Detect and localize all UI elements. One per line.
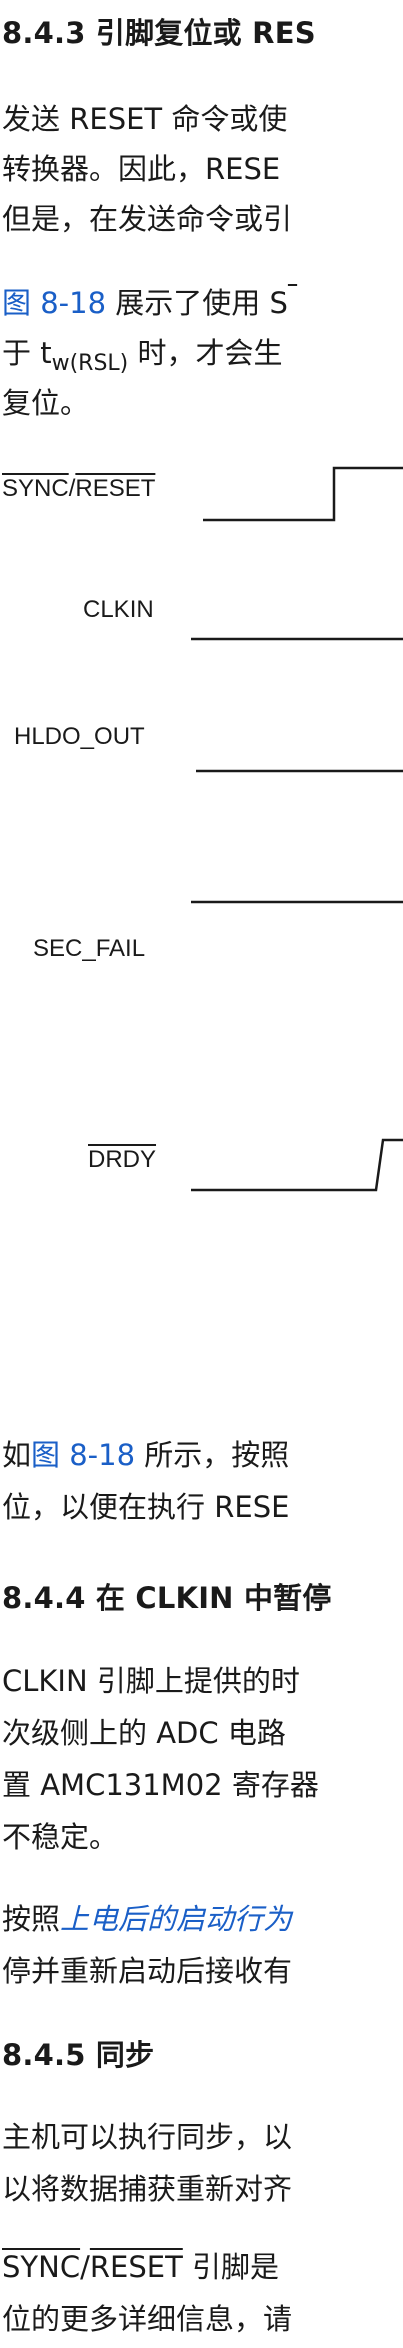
subscript-wrsl: w(RSL) xyxy=(51,350,129,376)
signal-label-sync-reset: SYNC/RESET xyxy=(2,475,156,502)
paragraph-line: 置 AMC131M02 寄存器 xyxy=(2,1768,319,1802)
drdy-waveform xyxy=(191,1138,403,1192)
paragraph-line: 次级侧上的 ADC 电路 xyxy=(2,1716,286,1750)
signal-label-drdy: DRDY xyxy=(88,1146,157,1173)
text-fragment: 于 t xyxy=(2,336,52,370)
paragraph-line: 发送 RESET 命令或使 xyxy=(2,102,288,136)
paragraph-line: 如图 8-18 所示，按照 xyxy=(2,1438,290,1472)
paragraph-line: 以将数据捕获重新对齐 xyxy=(2,2172,293,2206)
sync-reset-waveform xyxy=(203,466,403,522)
text-fragment: 展示了使用 S xyxy=(106,286,288,320)
section-heading-8-4-4: 8.4.4 在 CLKIN 中暂停 xyxy=(2,1581,332,1615)
paragraph-line: 转换器。因此，RESE xyxy=(2,152,281,186)
paragraph-line: 位，以便在执行 RESE xyxy=(2,1490,290,1524)
paragraph-line: 但是，在发送命令或引 xyxy=(2,202,293,236)
signal-label-hldo-out: HLDO_OUT xyxy=(14,723,145,750)
paragraph-line: 复位。 xyxy=(2,386,90,420)
paragraph-line: CLKIN 引脚上提供的时 xyxy=(2,1664,300,1698)
paragraph-line: 图 8-18 展示了使用 S xyxy=(2,280,318,322)
figure-8-18-link[interactable]: 图 8-18 xyxy=(31,1438,136,1472)
paragraph-line: 于 tw(RSL) 时，才会生 xyxy=(2,330,282,376)
figure-8-18-link[interactable]: 图 8-18 xyxy=(2,286,107,320)
section-heading-8-4-3: 8.4.3 引脚复位或 RES xyxy=(2,16,316,50)
signal-label-clkin: CLKIN xyxy=(83,596,154,623)
text-fragment: 时，才会生 xyxy=(128,336,283,370)
paragraph-line: 不稳定。 xyxy=(2,1820,119,1854)
signal-label-sec-fail: SEC_FAIL xyxy=(33,935,146,962)
paragraph-line: 主机可以执行同步，以 xyxy=(2,2120,293,2154)
section-heading-8-4-5: 8.4.5 同步 xyxy=(2,2038,155,2072)
startup-behavior-link[interactable]: 上电后的启动行为 xyxy=(60,1902,293,1936)
paragraph-line: 按照上电后的启动行为 xyxy=(2,1902,293,1936)
paragraph-line: 位的更多详细信息，请 xyxy=(2,2302,293,2336)
paragraph-line: 停并重新启动后接收有 xyxy=(2,1954,293,1988)
paragraph-line: SYNC/RESET 引脚是 xyxy=(2,2250,279,2284)
